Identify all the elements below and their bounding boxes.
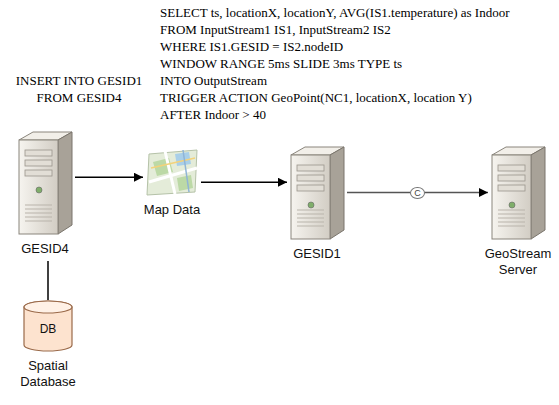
shape-text: DB (22, 322, 74, 336)
note-line: FROM GESID4 (4, 89, 154, 106)
map-shape (145, 148, 199, 196)
server-shape (17, 130, 73, 235)
edge-label: C (410, 187, 425, 199)
server-icon (17, 130, 73, 235)
server-icon (490, 145, 546, 240)
server-shape (490, 145, 546, 240)
map-icon (145, 148, 199, 196)
query-line: INTO OutputStream (160, 72, 552, 89)
map-node: Map Data (143, 148, 201, 218)
server-node: GeoStream Server (482, 145, 554, 278)
query-text: SELECT ts, locationX, locationY, AVG(IS1… (160, 4, 552, 123)
node-label: GeoStream Server (482, 246, 554, 278)
server-node: GESID1 (282, 145, 352, 262)
server-shape (289, 145, 345, 240)
query-line: WHERE IS1.GESID = IS2.nodeID (160, 38, 552, 55)
db-icon: DB (22, 300, 74, 352)
connector (75, 177, 143, 179)
database-node: DB Spatial Database (15, 300, 81, 390)
server-icon (291, 147, 344, 239)
insert-note: INSERT INTO GESID1FROM GESID4 (4, 72, 154, 106)
note-line: INSERT INTO GESID1 (4, 72, 154, 89)
node-label: GESID1 (282, 246, 352, 262)
query-line: FROM InputStream1 IS1, InputStream2 IS2 (160, 21, 552, 38)
query-line: TRIGGER ACTION GeoPoint(NC1, locationX, … (160, 89, 552, 106)
server-icon (492, 147, 545, 239)
server-node: GESID4 (10, 130, 80, 257)
connector (201, 182, 287, 184)
node-label: Map Data (143, 202, 201, 218)
node-label: Spatial Database (15, 358, 81, 390)
query-line: WINDOW RANGE 5ms SLIDE 3ms TYPE ts (160, 55, 552, 72)
query-line: SELECT ts, locationX, locationY, AVG(IS1… (160, 4, 552, 21)
query-line: AFTER Indoor > 40 (160, 106, 552, 123)
server-icon (19, 132, 72, 234)
map-icon (147, 150, 197, 195)
node-label: GESID4 (10, 241, 80, 257)
connector (47, 261, 49, 300)
server-icon (289, 145, 345, 240)
